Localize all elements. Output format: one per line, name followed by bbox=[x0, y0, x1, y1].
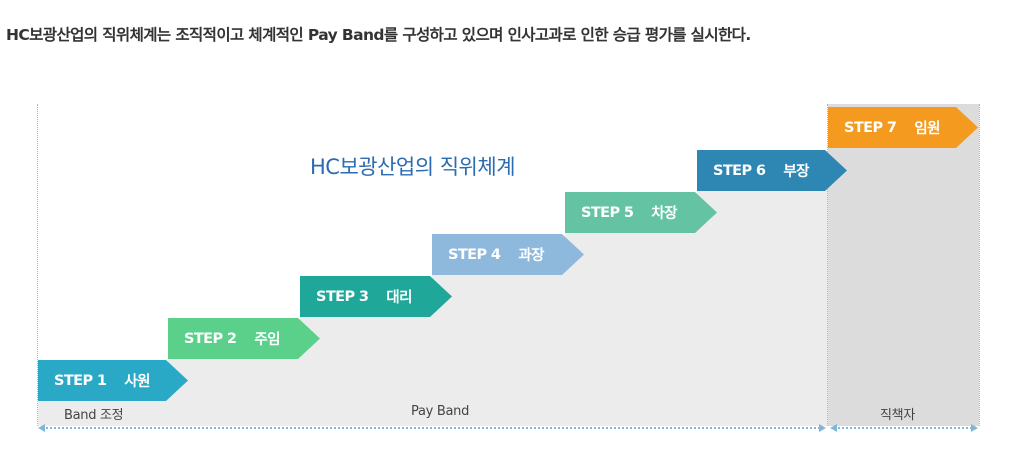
step-5-number: STEP 5 bbox=[581, 204, 634, 221]
step-6-label: 부장 bbox=[783, 164, 809, 180]
step-4-arrow: STEP 4 과장 bbox=[432, 234, 584, 275]
divider-executive bbox=[827, 104, 828, 426]
step-6-arrow: STEP 6 부장 bbox=[697, 150, 847, 191]
step-3-number: STEP 3 bbox=[316, 288, 369, 305]
arrowhead-exec-left bbox=[830, 424, 837, 432]
position-title-label: 직책자 bbox=[880, 408, 915, 423]
step-4-label: 과장 bbox=[518, 248, 544, 264]
band-arrow-heads bbox=[38, 424, 978, 432]
step-1-arrow: STEP 1 사원 bbox=[38, 360, 188, 401]
step-2-arrow: STEP 2 주임 bbox=[168, 318, 320, 359]
step-4-number: STEP 4 bbox=[448, 246, 501, 263]
step-7-label: 임원 bbox=[914, 121, 940, 137]
executive-area bbox=[828, 104, 979, 426]
step-2-label: 주임 bbox=[254, 332, 280, 348]
step-3-arrow: STEP 3 대리 bbox=[300, 276, 452, 317]
step-1-label: 사원 bbox=[124, 374, 150, 390]
page-heading: HC보광산업의 직위체계는 조직적이고 체계적인 Pay Band를 구성하고 … bbox=[6, 26, 751, 44]
step-7-number: STEP 7 bbox=[844, 119, 897, 136]
step-6-number: STEP 6 bbox=[713, 162, 766, 179]
arrowhead-pay-right bbox=[819, 424, 826, 432]
pay-band-label: Pay Band bbox=[411, 404, 470, 419]
arrowhead-exec-right bbox=[971, 424, 978, 432]
step-7-arrow: STEP 7 임원 bbox=[828, 107, 978, 148]
step-2-number: STEP 2 bbox=[184, 330, 237, 347]
divider-right bbox=[979, 104, 980, 426]
arrowhead-left bbox=[38, 424, 45, 432]
step-3-label: 대리 bbox=[386, 290, 412, 306]
step-1-number: STEP 1 bbox=[54, 372, 107, 389]
band-adjust-label: Band 조정 bbox=[64, 408, 124, 423]
divider-left bbox=[37, 104, 38, 426]
step-5-label: 차장 bbox=[651, 206, 677, 222]
diagram-title: HC보광산업의 직위체계 bbox=[310, 155, 516, 179]
step-5-arrow: STEP 5 차장 bbox=[565, 192, 717, 233]
